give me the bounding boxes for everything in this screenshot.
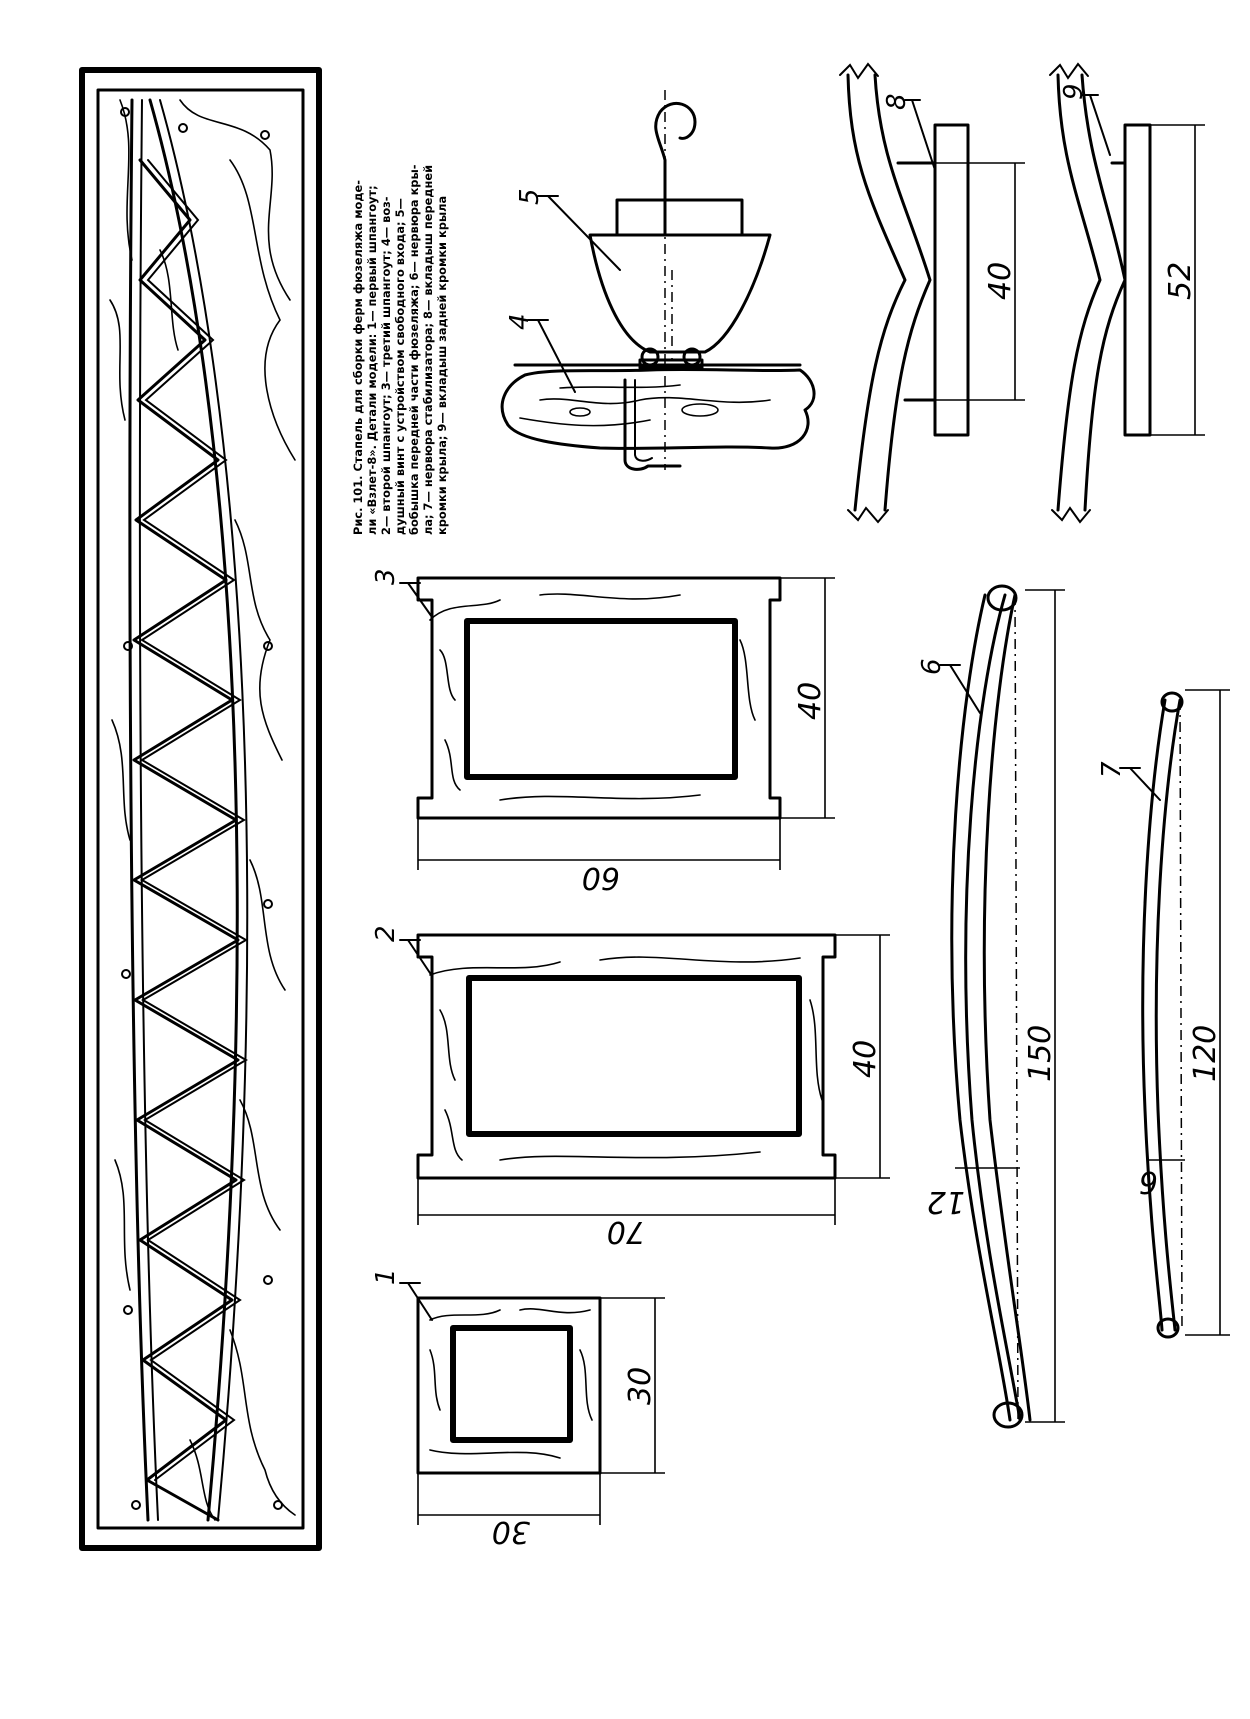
jig-outer-frame: [79, 67, 322, 1551]
insert9-length-label: 52: [1163, 262, 1198, 300]
part-number-9: 9: [1059, 83, 1089, 100]
part-number-7: 7: [1097, 761, 1127, 778]
rib6-length-label: 150: [1023, 1025, 1058, 1082]
caption-line-4: душный винт с устройством свободного вхо…: [393, 198, 407, 535]
caption-line-5: бобышка передней части фюзеляжа; 6— нерв…: [407, 164, 421, 535]
truss-diagonals: [132, 158, 240, 1522]
front-edge-insert: [839, 62, 1025, 524]
part-number-1: 1: [371, 1268, 401, 1285]
figure-caption: Рис. 101. Стапель для сборки ферм фюзеля…: [351, 164, 449, 535]
part-number-6: 6: [917, 658, 947, 675]
frame2-width-label: 70: [607, 1214, 645, 1249]
caption-line-3: 2— второй шпангоут; 3— третий шпангоут; …: [379, 196, 393, 535]
caption-line-2: ли «Взлет-8». Детали модели: 1— первый ш…: [365, 185, 379, 535]
dimension-labels: 40 60 40 70 30 30 150 12 120 6 40 52: [492, 262, 1223, 1549]
stabilizer-rib: [1141, 689, 1230, 1339]
truss-longeron-upper-inner: [159, 99, 249, 1521]
frame3-width-label: 60: [582, 860, 620, 895]
insert-9-body: [1123, 123, 1152, 437]
rib6-thickness-label: 12: [927, 1184, 965, 1219]
part-number-4: 4: [505, 313, 535, 330]
insert-8-body: [933, 123, 970, 437]
part-numbers: 3 2 1 4 5 6 7 8 9: [371, 83, 1127, 1285]
propeller-assembly: [500, 90, 816, 471]
assembly-jig: [79, 67, 322, 1551]
frame1-height-label: 30: [623, 1367, 658, 1405]
frame-3: [416, 576, 835, 870]
truss-longeron-upper: [148, 98, 239, 1522]
frame-1: [416, 1296, 665, 1525]
part-number-2: 2: [371, 925, 401, 942]
bushing: [615, 198, 744, 237]
frame-2: [416, 933, 890, 1225]
jig-pins: [120, 107, 283, 1510]
hook: [654, 101, 697, 237]
propeller-blade: [500, 367, 816, 450]
truss-longeron-lower: [128, 98, 150, 1522]
part-number-3: 3: [371, 568, 401, 585]
part-number-8: 8: [882, 93, 912, 110]
wing-rib: [950, 584, 1065, 1429]
jig-wood-grain: [109, 99, 296, 1521]
part-number-5: 5: [515, 188, 545, 205]
caption-line-7: кромки крыла; 9— вкладыш задней кромки к…: [435, 196, 449, 535]
caption-line-1: Рис. 101. Стапель для сборки ферм фюзеля…: [351, 180, 365, 535]
rib7-length-label: 120: [1188, 1025, 1223, 1082]
frame3-height-label: 40: [793, 682, 828, 720]
wing-rib-outline: [950, 593, 1012, 1422]
caption-line-6: ла; 7— нервюра стабилизатора; 8— вкладыш…: [421, 165, 435, 535]
rib7-thickness-label: 6: [1139, 1164, 1158, 1199]
jig-board: [96, 88, 305, 1530]
leader-lines: [399, 94, 1161, 1321]
insert8-length-label: 40: [983, 262, 1018, 300]
nose-block: [588, 233, 772, 354]
frame1-width-label: 30: [492, 1514, 530, 1549]
rear-edge-insert: [1049, 62, 1205, 524]
truss-longeron-lower-inner: [138, 99, 159, 1521]
frame2-height-label: 40: [848, 1040, 883, 1078]
